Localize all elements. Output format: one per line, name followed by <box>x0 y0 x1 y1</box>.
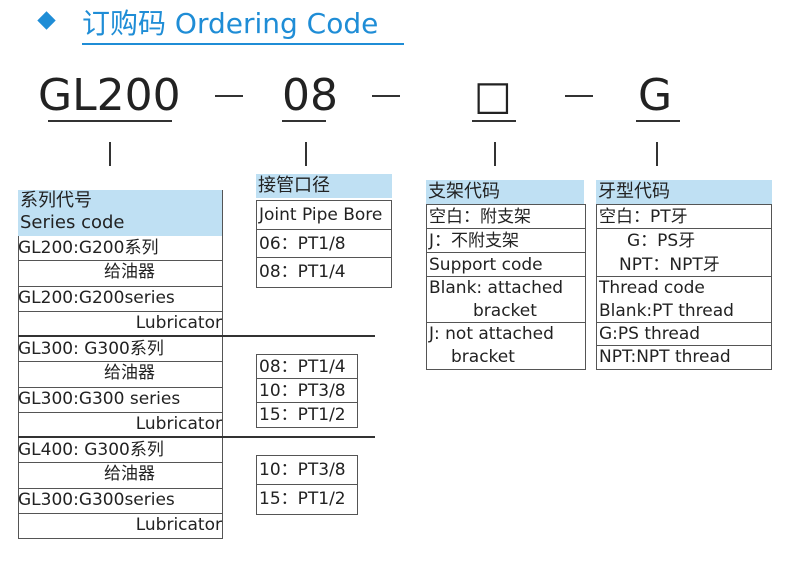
series-row: GL200:G200series <box>18 288 175 308</box>
code-dash-3 <box>565 95 593 97</box>
bore-table-1: Joint Pipe Bore 06：PT1/8 08：PT1/4 <box>256 200 392 288</box>
bore-row: 10：PT3/8 <box>257 379 357 403</box>
row-divider <box>18 311 223 312</box>
connector-support <box>494 142 496 166</box>
code-bore: 08 <box>282 70 338 121</box>
diamond-bullet-icon <box>37 11 56 30</box>
support-row: Support code <box>427 253 585 277</box>
bore-row: 10：PT3/8 <box>257 456 357 485</box>
support-row: bracket <box>451 347 515 367</box>
series-row: Lubricator <box>135 515 222 535</box>
underline-bore <box>282 120 326 122</box>
thread-row: Blank:PT thread <box>597 300 771 323</box>
series-row: Lubricator <box>135 313 222 333</box>
row-divider <box>18 538 223 539</box>
connector-series <box>109 142 111 166</box>
row-divider <box>18 286 223 287</box>
underline-support <box>472 120 516 122</box>
underline-thread <box>636 120 680 122</box>
bore-row: 15：PT1/2 <box>259 489 346 509</box>
row-divider <box>18 387 223 388</box>
support-row: J: not attached <box>429 324 554 344</box>
series-header-cn: 系列代号 <box>20 190 92 211</box>
bore-table-2: 08：PT1/4 10：PT3/8 15：PT1/2 <box>256 354 358 428</box>
thread-table: 空白：PT牙 G：PS牙 NPT：NPT牙 Thread code Blank:… <box>596 204 772 370</box>
code-support-placeholder: □ <box>474 73 512 119</box>
connector-bore <box>305 142 307 166</box>
bore-row: 15：PT1/2 <box>259 405 346 425</box>
series-row: GL300:G300series <box>18 490 175 510</box>
page-title: 订购码 Ordering Code <box>82 7 379 40</box>
bore-header: 接管口径 <box>256 174 392 198</box>
support-row: J：不附支架 <box>427 229 585 253</box>
thread-row: G：PS牙 <box>627 231 696 251</box>
connector-thread <box>656 142 658 166</box>
thread-row: 空白：PT牙 <box>597 205 771 229</box>
group-separator-2 <box>18 436 375 438</box>
series-row: GL300: G300系列 <box>18 339 164 359</box>
series-row: 给油器 <box>104 262 155 282</box>
thread-header: 牙型代码 <box>596 180 772 204</box>
title-underline <box>82 43 404 45</box>
row-divider <box>18 462 223 463</box>
bore-row: 08：PT1/4 <box>259 262 346 282</box>
series-row: Lubricator <box>135 414 222 434</box>
thread-row: G:PS thread <box>597 323 771 346</box>
row-divider <box>18 488 223 489</box>
support-row: 空白：附支架 <box>427 205 585 229</box>
row-divider <box>18 412 223 413</box>
series-row: GL300:G300 series <box>18 389 181 409</box>
series-right-border <box>222 190 223 538</box>
support-row: Blank: attached <box>429 278 564 298</box>
bore-header-en: Joint Pipe Bore <box>257 201 391 230</box>
thread-row: NPT：NPT牙 <box>597 253 771 277</box>
bore-row: 08：PT1/4 <box>257 355 357 379</box>
series-row: 给油器 <box>104 363 155 383</box>
series-header-en: Series code <box>20 212 125 233</box>
group-separator-1 <box>18 335 375 337</box>
row-divider <box>18 513 223 514</box>
support-table: 空白：附支架 J：不附支架 Support code Blank: attach… <box>426 204 586 370</box>
bore-table-3: 10：PT3/8 15：PT1/2 <box>256 455 358 515</box>
thread-row: NPT:NPT thread <box>599 347 731 367</box>
row-divider <box>18 260 223 261</box>
series-row: GL400: G300系列 <box>18 440 164 460</box>
support-row: bracket <box>427 300 585 323</box>
underline-series <box>48 120 172 122</box>
code-series: GL200 <box>38 70 181 121</box>
series-row: GL200:G200系列 <box>18 238 159 258</box>
series-row: 给油器 <box>104 464 155 484</box>
code-dash-1 <box>215 95 243 97</box>
code-thread: G <box>638 70 673 121</box>
support-header: 支架代码 <box>426 180 584 204</box>
row-divider <box>18 361 223 362</box>
thread-row: Thread code <box>599 278 705 298</box>
bore-row: 06：PT1/8 <box>257 230 391 258</box>
code-dash-2 <box>372 95 400 97</box>
series-header: 系列代号 Series code <box>18 190 222 236</box>
